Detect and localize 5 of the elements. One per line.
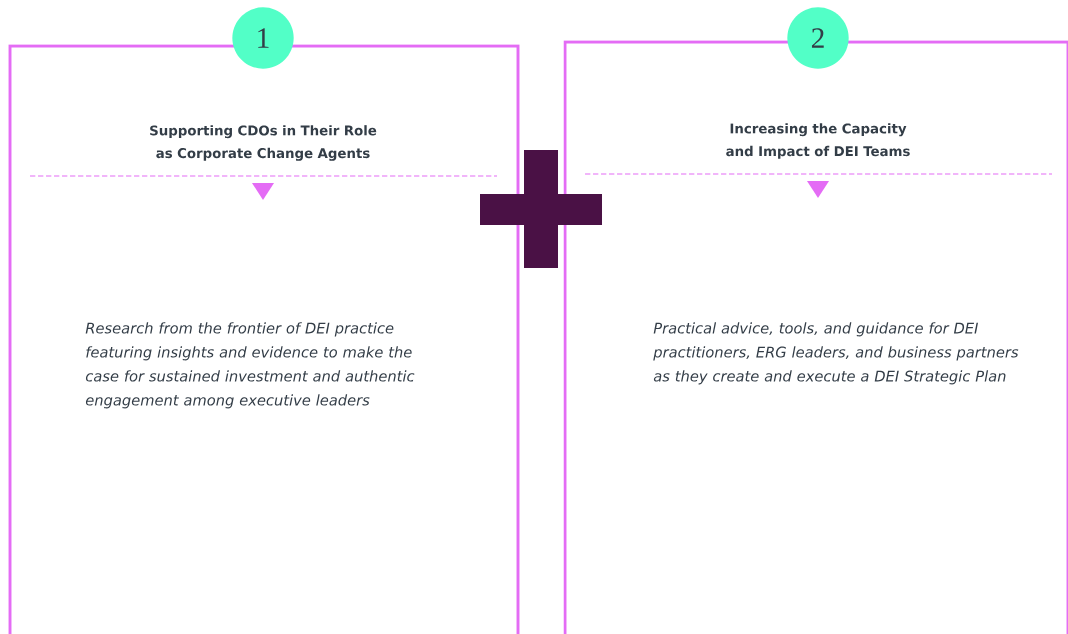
- plus-sign: [480, 150, 602, 268]
- description-text: Practical advice, tools, and guidance for DEI practitioners, ERG leaders, and business partners as they create and execute a DEI Strategic Plan: [653, 322, 1019, 385]
- panel-heading: Supporting CDOs in Their Role as Corporate Change Agents: [150, 125, 377, 161]
- description-text: Research from the frontier of DEI practice featuring insights and evidence to make the case for sustained investment and authentic engagement among executive leaders: [85, 322, 415, 409]
- panel-heading: Increasing the Capacity and Impact of DEI Teams: [726, 123, 910, 159]
